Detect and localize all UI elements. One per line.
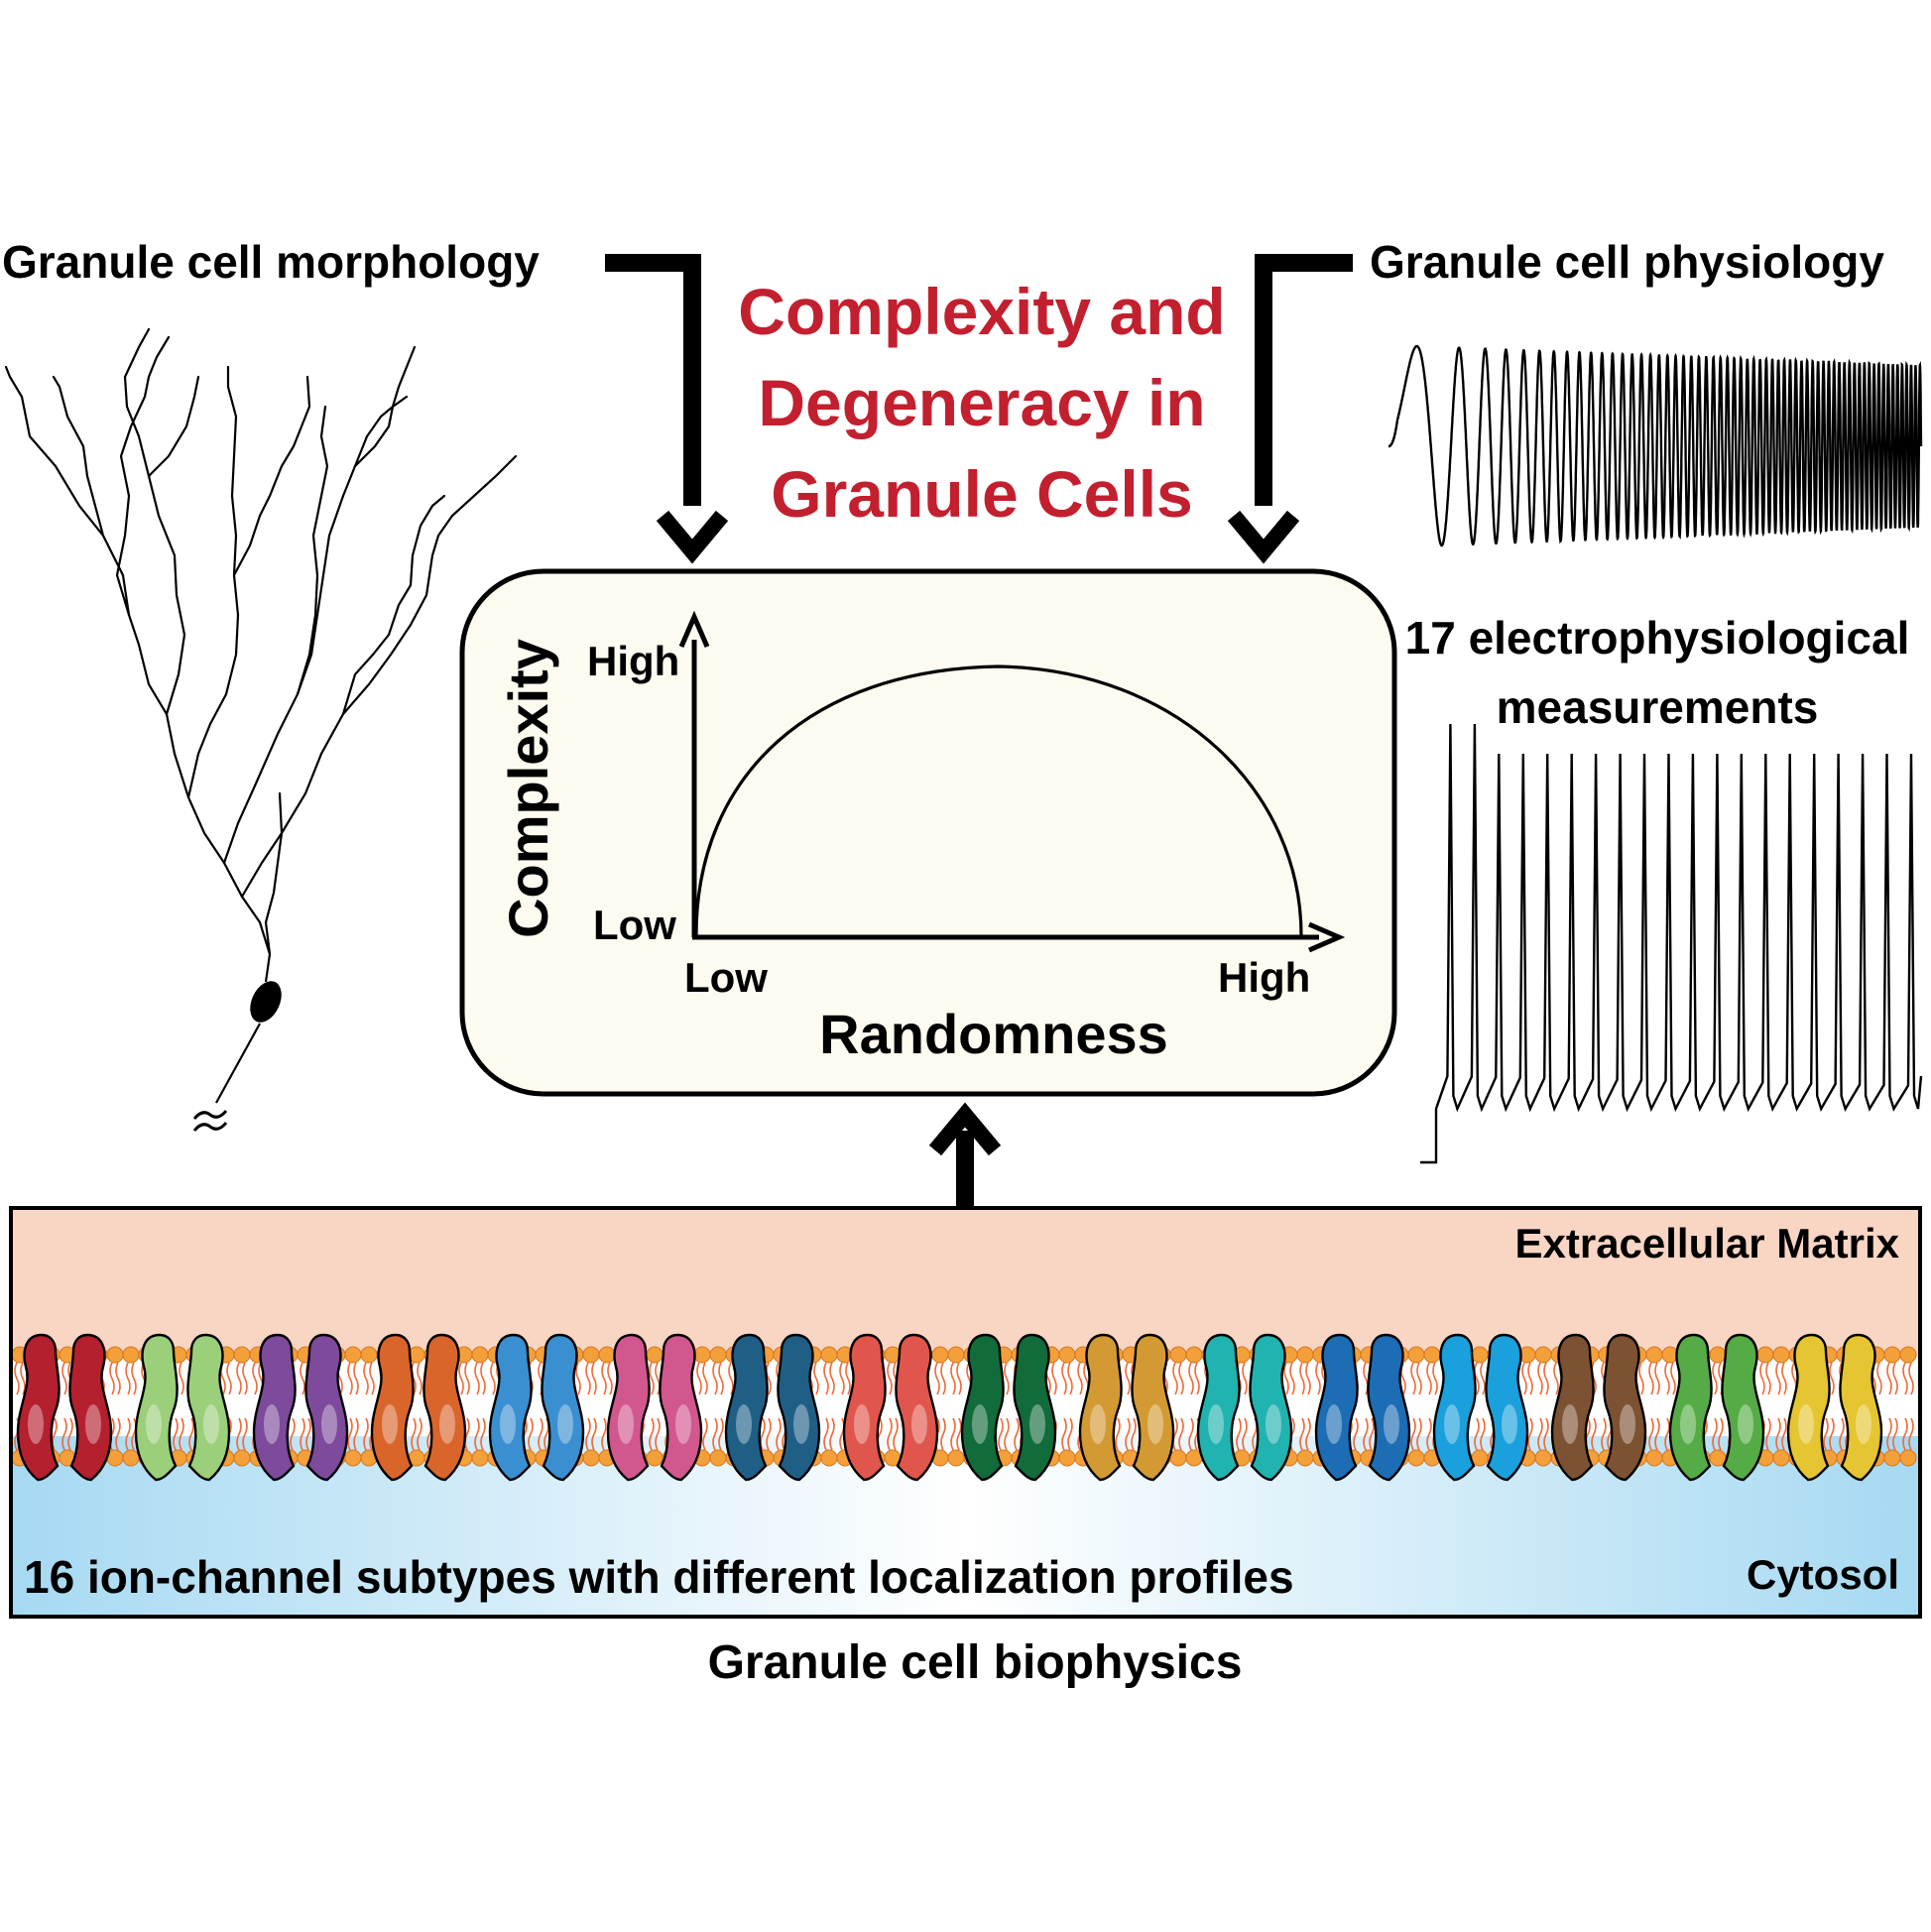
- axon-break-icon: [192, 1110, 228, 1132]
- physiology-label: Granule cell physiology: [1370, 236, 1884, 288]
- ion-channel-subunit: [1786, 1333, 1831, 1482]
- physiology-arrow-head: [1227, 510, 1300, 564]
- measurements-line-1: 17 electrophysiological: [1404, 612, 1910, 664]
- ion-channel-subunit: [488, 1333, 533, 1482]
- morphology-label: Granule cell morphology: [2, 236, 540, 288]
- biophysics-label: Granule cell biophysics: [708, 1636, 1243, 1689]
- ion-channel-subunit: [1196, 1333, 1241, 1482]
- ion-channel-subunit: [1485, 1333, 1529, 1482]
- title-line-1: Complexity and: [738, 275, 1226, 348]
- ion-channel-subunit: [1668, 1333, 1713, 1482]
- ion-channel-subunit: [960, 1333, 1005, 1482]
- cytosol-label: Cytosol: [1747, 1551, 1899, 1598]
- chirp-stimulus-trace: [1388, 344, 1923, 547]
- ion-channel-subunit: [777, 1333, 821, 1482]
- title-line-2: Degeneracy in: [758, 366, 1206, 439]
- ion-channel-subunit: [186, 1333, 231, 1482]
- diagram-title: Complexity and Degeneracy in Granule Cel…: [694, 266, 1269, 540]
- ion-channel-subunit: [1721, 1333, 1765, 1482]
- ion-channel-subunit: [1249, 1333, 1293, 1482]
- ion-channel-subunit: [1013, 1333, 1057, 1482]
- ion-channel-subunit: [422, 1333, 467, 1482]
- ion-channel-subunit: [304, 1333, 349, 1482]
- ion-channel-subunit: [252, 1333, 297, 1482]
- ion-channel-subunit: [1550, 1333, 1595, 1482]
- granule-neuron-drawing: [4, 327, 518, 956]
- y-high-label: High: [587, 638, 679, 684]
- ion-channel-subunit: [370, 1333, 415, 1482]
- x-low-label: Low: [684, 954, 768, 1001]
- ion-channel-subunit: [134, 1333, 179, 1482]
- ion-channels: [16, 1333, 1883, 1482]
- ion-channel-subunit: [541, 1333, 585, 1482]
- measurements-label: 17 electrophysiological measurements: [1384, 603, 1931, 742]
- ion-channel-subunit: [1367, 1333, 1411, 1482]
- spike-train-trace: [1420, 723, 1923, 1164]
- channels-label: 16 ion-channel subtypes with different l…: [24, 1551, 1294, 1603]
- physiology-arrow: [1255, 254, 1353, 506]
- ion-channel-subunit: [1314, 1333, 1359, 1482]
- ion-channel-subunit: [895, 1333, 939, 1482]
- ion-channel-subunit: [606, 1333, 651, 1482]
- morphology-arrow: [605, 254, 701, 506]
- ion-channel-subunit: [1078, 1333, 1123, 1482]
- ion-channel-subunit: [1603, 1333, 1647, 1482]
- extracellular-label: Extracellular Matrix: [1514, 1220, 1899, 1267]
- extracellular-region: [11, 1208, 1920, 1357]
- membrane-box-border: [9, 1206, 1922, 1619]
- ion-channel-subunit: [1131, 1333, 1175, 1482]
- ion-channel-subunit: [1839, 1333, 1883, 1482]
- ion-channel-subunit: [659, 1333, 703, 1482]
- morphology-arrow-head: [656, 510, 729, 564]
- y-low-label: Low: [593, 902, 676, 948]
- biophysics-arrow-head: [928, 1102, 1002, 1156]
- ion-channel-subunit: [842, 1333, 887, 1482]
- x-axis-label: Randomness: [819, 1003, 1168, 1065]
- neuron-soma: [250, 981, 282, 1023]
- ion-channel-subunit: [68, 1333, 113, 1482]
- y-axis-arrow-icon: [678, 610, 710, 648]
- neuron-axon: [215, 953, 272, 1104]
- y-axis-label: Complexity: [497, 639, 559, 938]
- measurements-line-2: measurements: [1496, 681, 1819, 733]
- ion-channel-subunit: [16, 1333, 60, 1482]
- x-axis-arrow-icon: [1308, 921, 1346, 953]
- x-high-label: High: [1218, 954, 1310, 1001]
- complexity-curve: [694, 664, 1303, 936]
- title-line-3: Granule Cells: [771, 457, 1193, 531]
- ion-channel-subunit: [1432, 1333, 1477, 1482]
- ion-channel-subunit: [724, 1333, 769, 1482]
